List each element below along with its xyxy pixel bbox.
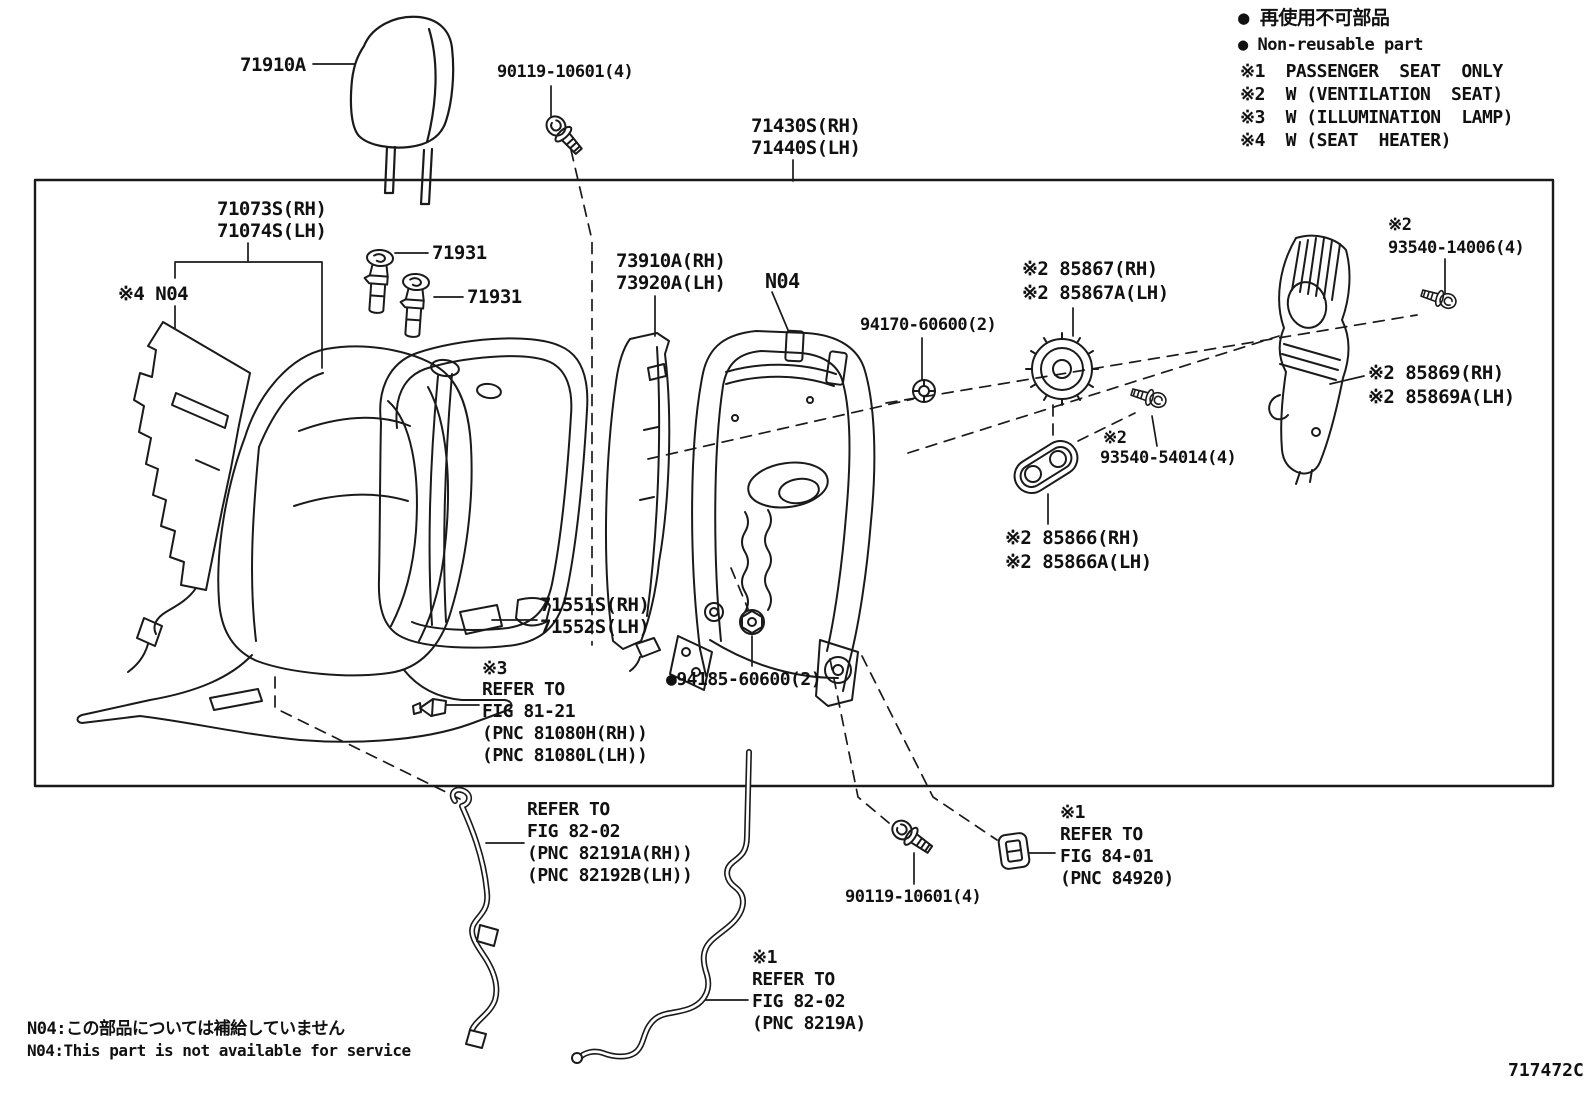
- legend-mark-1: ※1 PASSENGER SEAT ONLY: [1240, 61, 1503, 82]
- seat-frame-drawing: [669, 329, 876, 707]
- part-85866A: ※2 85866A(LH): [1005, 551, 1152, 573]
- ref-8121-line2: FIG 81-21: [482, 701, 576, 722]
- wire-harness-2-drawing: [571, 749, 752, 1064]
- duct-drawing: [1268, 234, 1351, 485]
- bolt-90119-bottom-drawing: [887, 815, 937, 859]
- seatback-shell-drawing: [377, 337, 589, 649]
- ref-8202a-line3: (PNC 82191A(RH)): [527, 843, 693, 864]
- part-90119-top: 90119-10601(4): [497, 62, 634, 82]
- part-90119-bottom: 90119-10601(4): [845, 887, 982, 907]
- ref-8121-mark: ※3: [482, 658, 507, 679]
- mark-n04-heater: ※4 N04: [118, 283, 189, 305]
- part-93540-14006-mark: ※2: [1388, 215, 1412, 235]
- legend-mark-4: ※4 W (SEAT HEATER): [1240, 130, 1451, 151]
- main-border-box: [33, 178, 1555, 788]
- blower-motor-drawing: [1025, 332, 1099, 406]
- part-93540-54014-mark: ※2: [1103, 428, 1127, 448]
- part-71074S: 71074S(LH): [217, 220, 327, 242]
- part-71931-b: 71931: [467, 286, 522, 308]
- part-71931-a: 71931: [432, 242, 487, 264]
- ref-8401-line1: REFER TO: [1060, 824, 1143, 845]
- ref-8121-line4: (PNC 81080L(LH)): [482, 745, 648, 766]
- ref-8401-mark: ※1: [1060, 802, 1085, 823]
- legend-non-reusable-jp: ● 再使用不可部品: [1238, 7, 1390, 29]
- part-73910A: 73910A(RH): [616, 250, 726, 272]
- part-71430S: 71430S(RH): [751, 115, 861, 137]
- nut-94170-drawing: [912, 379, 936, 403]
- part-94170: 94170-60600(2): [860, 315, 997, 335]
- nut-94185-drawing: [739, 609, 765, 635]
- grommet-drawing: [1013, 439, 1079, 495]
- ref-8202a-line1: REFER TO: [527, 799, 610, 820]
- headrest-support-a-drawing: [361, 248, 395, 315]
- ref-8202b-line1: REFER TO: [752, 969, 835, 990]
- ref-8121-line3: (PNC 81080H(RH)): [482, 723, 648, 744]
- part-71073S: 71073S(RH): [217, 198, 327, 220]
- legend-non-reusable-en: ● Non-reusable part: [1238, 35, 1423, 55]
- part-85867: ※2 85867(RH): [1022, 258, 1158, 280]
- ref-8202b-line3: (PNC 8219A): [752, 1013, 866, 1034]
- seatback-cover-drawing: [76, 345, 513, 743]
- part-71910A: 71910A: [240, 54, 306, 76]
- diagram-code: 717472C: [1508, 1060, 1584, 1081]
- part-85869A: ※2 85869A(LH): [1368, 386, 1515, 408]
- legend-mark-3: ※3 W (ILLUMINATION LAMP): [1240, 107, 1514, 128]
- headrest-support-b-drawing: [397, 272, 431, 339]
- note-n04-en: N04:This part is not available for servi…: [27, 1041, 411, 1060]
- part-85866: ※2 85866(RH): [1005, 527, 1141, 549]
- bolt-90119-top-drawing: [540, 110, 588, 159]
- seatback-board-drawing: [604, 332, 671, 672]
- dashed-assembly-lines: [274, 149, 1418, 841]
- ref-8121-line1: REFER TO: [482, 679, 565, 700]
- mark-n04-frame: N04: [765, 269, 800, 293]
- ref-8202a-line4: (PNC 82192B(LH)): [527, 865, 693, 886]
- switch-bezel-drawing: [997, 832, 1031, 870]
- part-71440S: 71440S(LH): [751, 137, 861, 159]
- ref-8202b-mark: ※1: [752, 947, 777, 968]
- ref-8401-line3: (PNC 84920): [1060, 868, 1174, 889]
- ref-8202a-line2: FIG 82-02: [527, 821, 621, 842]
- part-71551S: 71551S(RH): [540, 594, 650, 616]
- lamp-drawing: [412, 698, 447, 717]
- part-73920A: 73920A(LH): [616, 272, 726, 294]
- part-71552S: 71552S(LH): [540, 616, 650, 638]
- part-93540-54014: 93540-54014(4): [1100, 448, 1237, 468]
- legend-mark-2: ※2 W (VENTILATION SEAT): [1240, 84, 1503, 105]
- part-94185: ●94185-60600(2): [666, 669, 822, 690]
- bolt-93540-54014-drawing: [1128, 383, 1169, 411]
- ref-8401-line2: FIG 84-01: [1060, 846, 1154, 867]
- seat-heater-pad-drawing: [127, 321, 251, 673]
- ref-8202b-line2: FIG 82-02: [752, 991, 846, 1012]
- leader-lines: [174, 63, 1446, 1001]
- part-85869: ※2 85869(RH): [1368, 362, 1504, 384]
- note-n04-jp: N04:この部品については補給していません: [27, 1019, 345, 1039]
- bolt-93540-14006-drawing: [1418, 284, 1459, 312]
- part-85867A: ※2 85867A(LH): [1022, 282, 1169, 304]
- headrest-drawing: [349, 15, 455, 206]
- wire-harness-1-drawing: [449, 786, 500, 1049]
- part-93540-14006: 93540-14006(4): [1388, 238, 1525, 258]
